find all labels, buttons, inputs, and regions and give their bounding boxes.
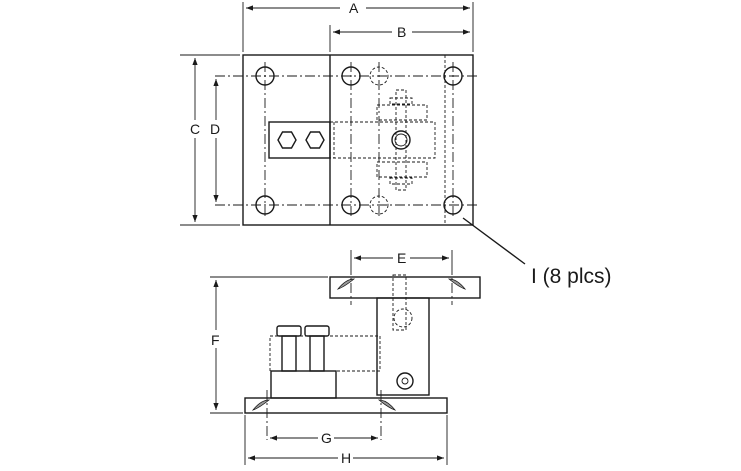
dim-d: D (210, 121, 220, 137)
mounting-holes (255, 66, 463, 215)
dim-a: A (349, 0, 359, 16)
callout-holes: I (8 plcs) (531, 265, 612, 288)
dim-e: E (397, 250, 406, 266)
dim-b: B (397, 24, 406, 40)
top-plate-outline (242, 54, 474, 226)
hex-bolt-head (305, 131, 325, 149)
dim-h: H (341, 450, 351, 466)
hex-bolt-head (277, 131, 297, 149)
top-view: I (8 plcs) (215, 54, 612, 288)
side-view (244, 265, 481, 440)
load-cell-block (376, 297, 430, 396)
dim-f: F (211, 332, 220, 348)
dim-g: G (321, 430, 332, 446)
callout-leader (462, 217, 526, 265)
base-plate (244, 397, 448, 414)
dim-c: C (190, 121, 200, 137)
